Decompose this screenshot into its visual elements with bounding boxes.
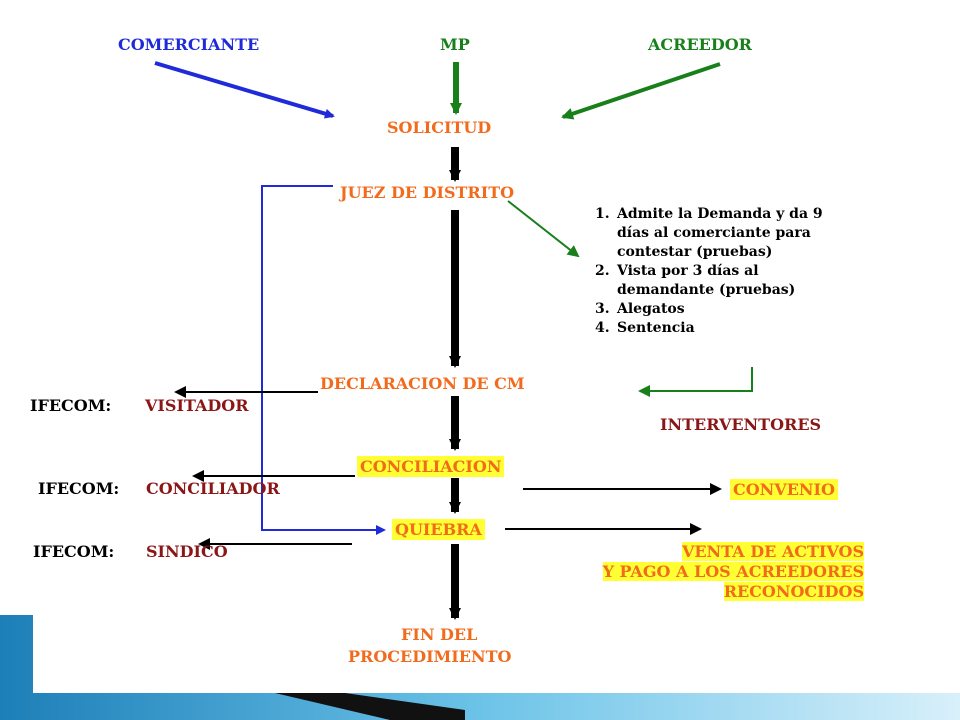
- juez-steps-list: 1. Admite la Demanda y da 9 días al come…: [595, 205, 875, 338]
- step-item: 1. Admite la Demanda y da 9 días al come…: [595, 205, 875, 262]
- slide-decoration: [0, 615, 960, 720]
- step-text: Alegatos: [617, 301, 685, 317]
- venta-label-3: RECONOCIDOS: [723, 582, 864, 601]
- quiebra-label: QUIEBRA: [392, 519, 485, 540]
- sindico-label: SINDICO: [146, 542, 228, 561]
- step-num: 1.: [595, 206, 610, 222]
- solicitud-label: SOLICITUD: [387, 118, 492, 137]
- convenio-label: CONVENIO: [730, 479, 838, 500]
- fin-label-1: FIN DEL: [401, 625, 478, 644]
- step-num: 4.: [595, 320, 610, 336]
- conciliacion-label: CONCILIACION: [357, 456, 505, 477]
- interventores-label: INTERVENTORES: [660, 415, 822, 434]
- comerciante-label: COMERCIANTE: [118, 35, 260, 54]
- step-item: 3. Alegatos: [595, 300, 875, 319]
- step-item: 2. Vista por 3 días al demandante (prueb…: [595, 262, 875, 300]
- arrow-comerciante: [154, 61, 335, 119]
- step-text: Vista por 3 días al demandante (pruebas): [617, 263, 796, 298]
- visitador-label: VISITADOR: [145, 396, 249, 415]
- acreedor-label: ACREEDOR: [648, 35, 752, 54]
- ifecom-label-2: IFECOM:: [38, 479, 120, 498]
- mp-label: MP: [440, 35, 470, 54]
- ifecom-label-1: IFECOM:: [30, 396, 112, 415]
- step-num: 2.: [595, 263, 610, 279]
- fin-label-2: PROCEDIMIENTO: [348, 647, 512, 666]
- declaracion-label: DECLARACION DE CM: [320, 374, 525, 393]
- arrow-sentencia: [638, 367, 753, 397]
- step-num: 3.: [595, 301, 610, 317]
- arrow-juez-list: [507, 200, 580, 258]
- arrow-acreedor: [561, 62, 721, 120]
- venta-label-2: Y PAGO A LOS ACREEDORES: [602, 562, 864, 581]
- slide-decoration-dark: [275, 693, 465, 720]
- venta-label-1: VENTA DE ACTIVOS: [681, 542, 864, 561]
- juez-label: JUEZ DE DISTRITO: [340, 183, 515, 202]
- ifecom-label-3: IFECOM:: [33, 542, 115, 561]
- step-text: Admite la Demanda y da 9 días al comerci…: [617, 206, 823, 260]
- conciliador-label: CONCILIADOR: [146, 479, 280, 498]
- step-text: Sentencia: [617, 320, 695, 336]
- arrow-juez-quiebra: [261, 185, 386, 535]
- step-item: 4. Sentencia: [595, 319, 875, 338]
